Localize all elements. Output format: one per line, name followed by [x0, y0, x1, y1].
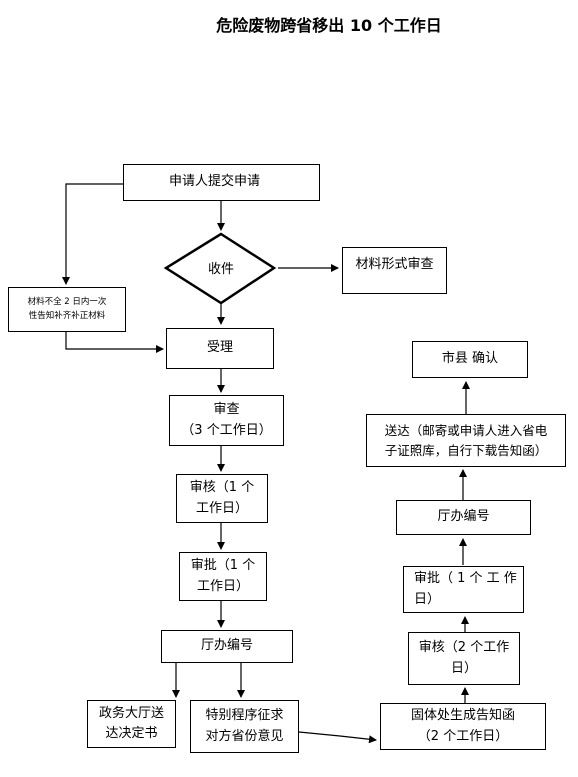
- page-title: 危险废物跨省移出 10 个工作日: [216, 16, 442, 35]
- approve2-box: 审批（ 1 个 工 作 日）: [403, 566, 524, 613]
- arrow-special-to-solid: [298, 731, 377, 744]
- review-line1: 审查: [213, 402, 240, 418]
- accept-label: 受理: [207, 340, 234, 356]
- approve2-line1: 审批（ 1 个 工 作: [414, 571, 517, 587]
- incomplete-line1: 材料不全 2 日内一次: [27, 296, 107, 307]
- deliver-box: 送达（邮寄或申请人进入省电 子证照库，自行下载告知函）: [366, 414, 566, 467]
- formal-review-box: 材料形式审查: [342, 247, 447, 294]
- verify1-box: 审核（1 个 工作日）: [176, 474, 268, 523]
- verify2-line2: 日）: [450, 660, 477, 676]
- special-procedure-line2: 对方省份意见: [205, 728, 284, 744]
- review-line2: （3 个工作日）: [181, 422, 272, 438]
- office-number2-label: 厅办编号: [437, 509, 490, 525]
- approve1-line1: 审批（1 个: [190, 558, 256, 574]
- approve2-line2: 日）: [414, 591, 441, 607]
- approve1-line2: 工作日）: [196, 578, 249, 594]
- approve1-box: 审批（1 个 工作日）: [179, 552, 267, 601]
- verify1-line1: 审核（1 个: [189, 480, 255, 496]
- incomplete-box: 材料不全 2 日内一次 性告知补齐补正材料: [8, 287, 126, 332]
- hall-deliver-box: 政务大厅送 达决定书: [87, 700, 176, 748]
- hall-deliver-line2: 达决定书: [105, 726, 158, 741]
- special-procedure-line1: 特别程序征求: [205, 708, 284, 724]
- city-confirm-box: 市县 确认: [412, 341, 528, 378]
- arrow-incomplete-to-accept: [65, 331, 164, 353]
- hall-deliver-line1: 政务大厅送: [98, 705, 164, 721]
- apply-label: 申请人提交申请: [169, 174, 261, 190]
- accept-box: 受理: [166, 328, 274, 369]
- incomplete-line2: 性告知补齐补正材料: [28, 310, 106, 321]
- verify2-box: 审核（2 个工作 日）: [408, 632, 520, 685]
- deliver-line1: 送达（邮寄或申请人进入省电: [384, 423, 548, 439]
- office-number1-box: 厅办编号: [161, 630, 293, 663]
- apply-box: 申请人提交申请: [123, 164, 320, 201]
- solid-waste-box: 固体处生成告知函 （2 个工作日）: [380, 703, 546, 750]
- receive-label: 收件: [207, 262, 234, 277]
- city-confirm-label: 市县 确认: [441, 351, 499, 367]
- solid-waste-line2: （2 个工作日）: [417, 728, 509, 744]
- office-number1-label: 厅办编号: [200, 638, 253, 654]
- receive-diamond: [163, 232, 277, 305]
- verify1-line2: 工作日）: [195, 500, 248, 516]
- verify2-line1: 审核（2 个工作: [418, 640, 510, 656]
- special-procedure-box: 特别程序征求 对方省份意见: [190, 700, 299, 753]
- review-box: 审查 （3 个工作日）: [169, 395, 284, 446]
- office-number2-box: 厅办编号: [396, 500, 531, 535]
- solid-waste-line1: 固体处生成告知函: [410, 708, 515, 724]
- formal-review-label: 材料形式审查: [355, 257, 434, 272]
- deliver-line2: 子证照库，自行下载告知函）: [384, 442, 548, 458]
- arrow-apply-to-incomplete: [62, 183, 123, 285]
